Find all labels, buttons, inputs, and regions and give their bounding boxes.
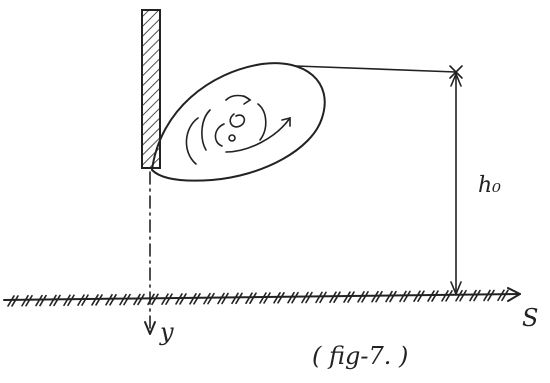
ground-hatch-mark — [441, 290, 453, 302]
ground-hatch-mark — [455, 289, 467, 302]
horizontal-axis-label: S — [522, 304, 538, 332]
swirl-right-arc — [257, 103, 267, 141]
top-reference-line — [295, 65, 457, 73]
ground-hatch-mark — [259, 292, 271, 304]
swirl-outer-arc — [185, 117, 199, 165]
ground-hatch-mark — [315, 291, 327, 304]
swirl-left-curl — [214, 123, 225, 147]
ground-hatch-mark — [413, 290, 425, 303]
vortex-ellipse — [151, 62, 326, 182]
ground-hatch-mark — [371, 290, 383, 303]
ground-hatch-mark — [245, 292, 257, 304]
ground-hatch-mark — [273, 292, 285, 304]
ground-hatch-mark — [147, 293, 159, 306]
ground-hatch-mark — [119, 293, 131, 306]
ground-hatch-mark — [385, 290, 397, 303]
vertical-axis-label: y — [159, 318, 174, 346]
hatched-wall — [141, 9, 161, 169]
ground-hatch-mark — [77, 294, 89, 306]
ground-hatch-mark — [133, 293, 145, 306]
ground-hatch-mark — [21, 294, 33, 307]
horizontal-axis-arrowhead — [507, 287, 521, 302]
ground-hatch-mark — [329, 291, 341, 303]
swirl-lower-arrowhead — [281, 116, 291, 127]
ground-hatch-mark — [483, 289, 495, 302]
ground-hatch-mark — [427, 290, 439, 302]
ground-hatch-mark — [189, 293, 201, 305]
ground-hatch-mark — [217, 292, 229, 305]
ground-hatch-mark — [175, 293, 187, 305]
ground-hatch-mark — [343, 291, 355, 303]
ground-hatch-mark — [231, 292, 243, 305]
ground-hatch-mark — [49, 294, 61, 307]
ground-hatch-mark — [7, 295, 19, 307]
ground-hatch-mark — [161, 293, 173, 305]
ground-hatch-mark — [63, 294, 75, 307]
ground-hatch-mark — [91, 294, 103, 306]
height-top-arrowhead — [450, 71, 462, 87]
ground-hatch-mark — [35, 294, 47, 307]
swirl-lower-arc — [225, 117, 291, 153]
vertical-axis-arrowhead — [144, 321, 156, 335]
swirl-inner-curl — [229, 113, 246, 128]
ground-hatch-mark — [469, 289, 481, 302]
ground-hatch-mark — [399, 290, 411, 303]
swirl-top-arrowhead — [243, 95, 252, 105]
ground-hatch-mark — [105, 293, 117, 306]
ground-hatch-mark — [203, 292, 215, 305]
ground-hatch-mark — [287, 291, 299, 304]
height-label: h₀ — [478, 173, 501, 198]
swirl-outer-arc-2 — [201, 109, 211, 151]
ground-hatch-mark — [301, 291, 313, 304]
ground-hatching — [7, 289, 509, 307]
ground-line — [3, 293, 521, 301]
swirl-center-dot — [228, 134, 236, 142]
ground-hatch-mark — [357, 291, 369, 303]
ground-hatch-mark — [497, 289, 509, 302]
figure-caption: ( fig-7. ) — [312, 342, 408, 370]
